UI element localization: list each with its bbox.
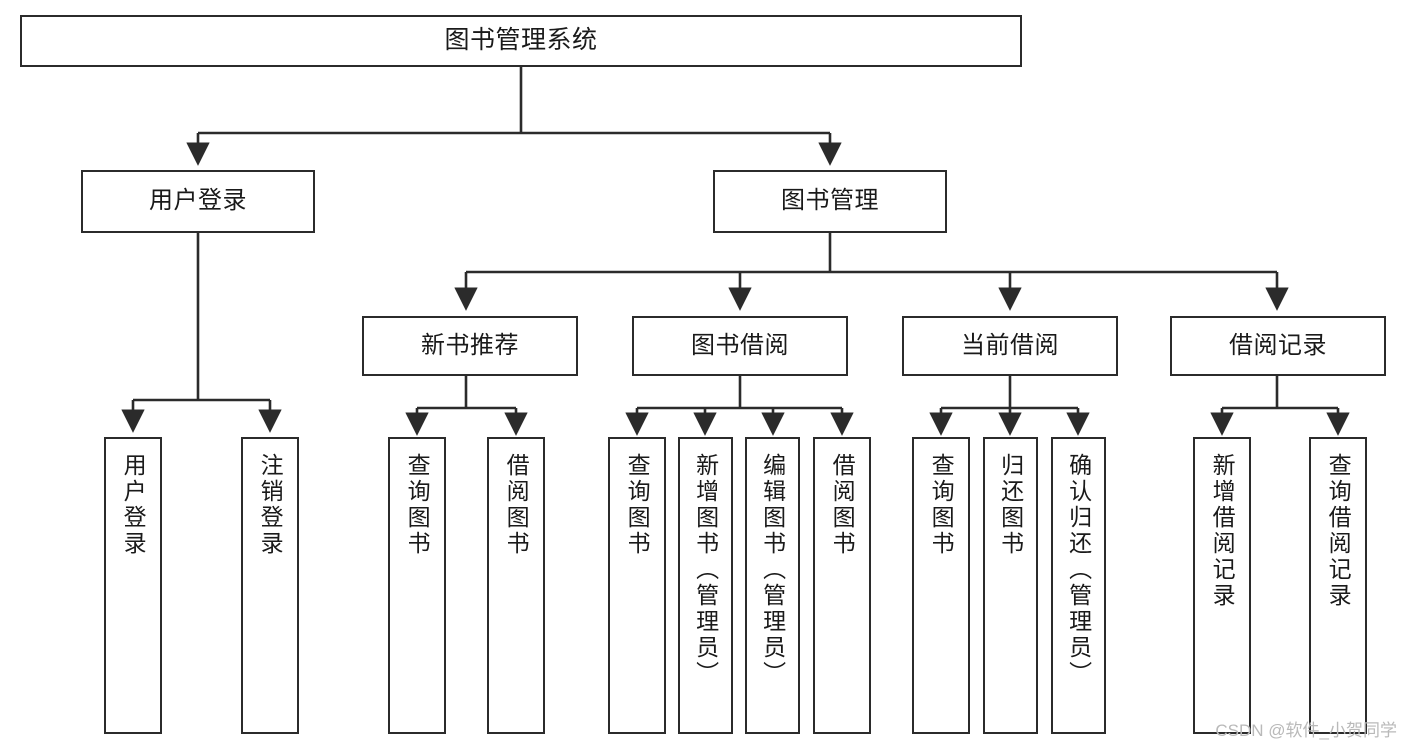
leaf-query-book-current-label: 查询图书 xyxy=(928,453,955,557)
node-root-label: 图书管理系统 xyxy=(444,26,598,55)
leaf-logout[interactable]: 注销登录 xyxy=(241,437,299,734)
node-book-borrow-label: 图书借阅 xyxy=(691,331,789,359)
leaf-query-book-newbook-label: 查询图书 xyxy=(404,453,431,557)
leaf-confirm-return-admin-label: 确认归还（管理员） xyxy=(1065,453,1092,687)
leaf-query-book-current[interactable]: 查询图书 xyxy=(912,437,970,734)
leaf-query-book-borrow[interactable]: 查询图书 xyxy=(608,437,666,734)
node-current-borrow[interactable]: 当前借阅 xyxy=(902,316,1118,376)
leaf-query-book-borrow-label: 查询图书 xyxy=(624,453,651,557)
leaf-borrow-book-newbook-label: 借阅图书 xyxy=(503,453,530,557)
leaf-query-borrow-record[interactable]: 查询借阅记录 xyxy=(1309,437,1367,734)
leaf-query-borrow-record-label: 查询借阅记录 xyxy=(1325,453,1352,609)
node-root[interactable]: 图书管理系统 xyxy=(20,15,1022,67)
leaf-return-book[interactable]: 归还图书 xyxy=(983,437,1038,734)
node-new-book-recommend-label: 新书推荐 xyxy=(421,331,519,359)
leaf-borrow-book-borrow[interactable]: 借阅图书 xyxy=(813,437,871,734)
leaf-add-book-admin-label: 新增图书（管理员） xyxy=(692,453,719,687)
node-user-login-label: 用户登录 xyxy=(149,187,247,215)
leaf-return-book-label: 归还图书 xyxy=(997,453,1024,557)
leaf-edit-book-admin[interactable]: 编辑图书（管理员） xyxy=(745,437,800,734)
watermark: CSDN @软件_小贺同学 xyxy=(1215,721,1397,740)
node-book-management-label: 图书管理 xyxy=(781,187,879,215)
leaf-logout-label: 注销登录 xyxy=(257,453,284,557)
node-new-book-recommend[interactable]: 新书推荐 xyxy=(362,316,578,376)
node-book-borrow[interactable]: 图书借阅 xyxy=(632,316,848,376)
leaf-edit-book-admin-label: 编辑图书（管理员） xyxy=(759,453,786,687)
node-borrow-records[interactable]: 借阅记录 xyxy=(1170,316,1386,376)
leaf-borrow-book-newbook[interactable]: 借阅图书 xyxy=(487,437,545,734)
node-current-borrow-label: 当前借阅 xyxy=(961,331,1059,359)
leaf-query-book-newbook[interactable]: 查询图书 xyxy=(388,437,446,734)
node-book-management[interactable]: 图书管理 xyxy=(713,170,947,233)
leaf-confirm-return-admin[interactable]: 确认归还（管理员） xyxy=(1051,437,1106,734)
node-borrow-records-label: 借阅记录 xyxy=(1229,331,1327,359)
leaf-add-borrow-record-label: 新增借阅记录 xyxy=(1209,453,1236,609)
leaf-user-login[interactable]: 用户登录 xyxy=(104,437,162,734)
leaf-user-login-label: 用户登录 xyxy=(120,453,147,557)
leaf-add-borrow-record[interactable]: 新增借阅记录 xyxy=(1193,437,1251,734)
leaf-borrow-book-borrow-label: 借阅图书 xyxy=(829,453,856,557)
node-user-login[interactable]: 用户登录 xyxy=(81,170,315,233)
leaf-add-book-admin[interactable]: 新增图书（管理员） xyxy=(678,437,733,734)
